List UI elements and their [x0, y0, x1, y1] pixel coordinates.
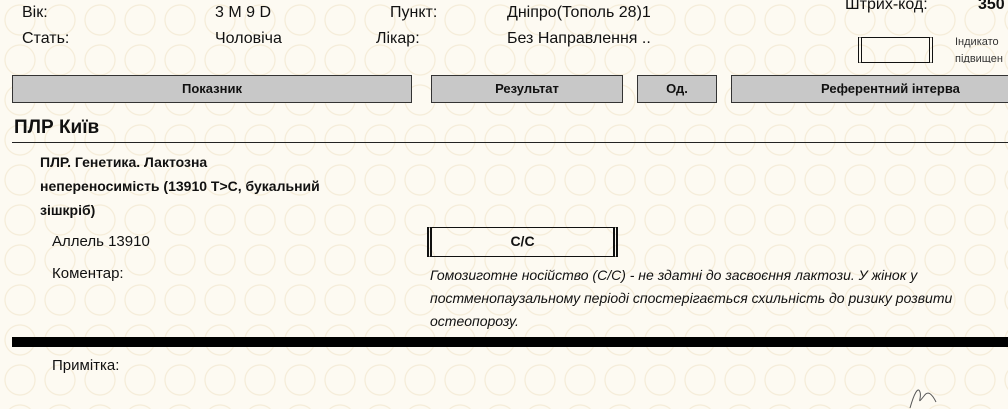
- point-label: Пункт:: [390, 4, 438, 21]
- barcode-label: Штрих-код:: [845, 0, 928, 13]
- doctor-value: Без Направлення ..: [507, 30, 651, 47]
- header-reference: Референтний інтерва: [731, 75, 1008, 103]
- section-end-bar: [12, 337, 1008, 347]
- header-unit: Од.: [637, 75, 717, 103]
- test-title-line-1: ПЛР. Генетика. Лактозна: [40, 154, 208, 170]
- indicator-text-1: Індикато: [955, 36, 999, 48]
- age-value: 3 M 9 D: [215, 4, 272, 21]
- test-title-line-3: зішкріб): [40, 202, 96, 218]
- indicator-text-2: підвищен: [955, 53, 1003, 63]
- allele-label: Аллель 13910: [52, 233, 150, 250]
- comment-label: Коментар:: [52, 265, 124, 282]
- header-indicator: Показник: [12, 75, 412, 103]
- indicator-box: [858, 37, 933, 63]
- comment-line-1: Гомозиготне носійство (С/С) - не здатні …: [430, 267, 918, 283]
- header-result: Результат: [431, 75, 623, 103]
- sex-label: Стать:: [22, 30, 70, 47]
- doctor-label: Лікар:: [376, 30, 420, 47]
- sex-value: Чоловіча: [215, 30, 282, 47]
- allele-result: C/C: [427, 227, 618, 257]
- age-label: Вік:: [22, 4, 48, 21]
- note-label: Примітка:: [52, 357, 120, 374]
- section-title: ПЛР Київ: [14, 117, 100, 138]
- point-value: Дніпро(Тополь 28)1: [507, 4, 651, 21]
- barcode-value: 350: [978, 0, 1005, 13]
- signature-icon: [909, 389, 937, 409]
- test-title-line-2: непереносимість (13910 T>C, букальний: [40, 178, 320, 194]
- comment-line-3: остеопорозу.: [430, 313, 519, 329]
- section-divider: [12, 142, 1008, 143]
- comment-line-2: постменопаузальному періоді спостерігаєт…: [430, 290, 953, 306]
